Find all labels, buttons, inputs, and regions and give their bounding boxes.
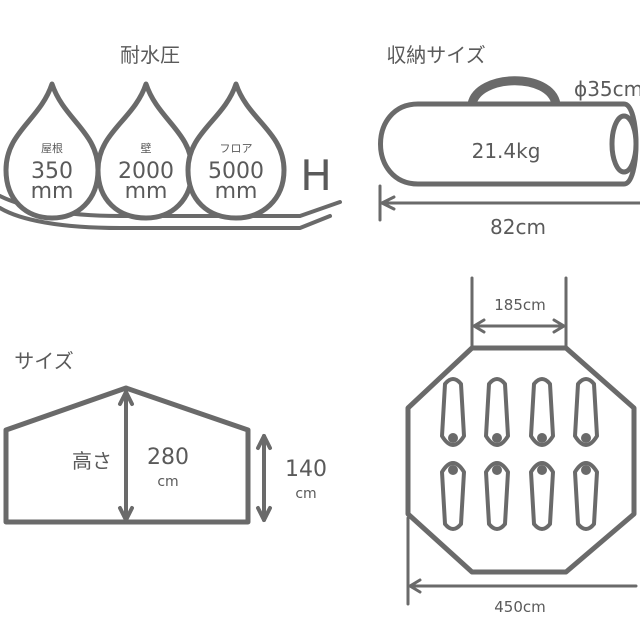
floor-top-arrowhead-left — [472, 318, 486, 334]
height-label: 高さ — [72, 449, 112, 473]
floor-bottom-arrowhead-left — [408, 578, 422, 594]
water-pressure-title: 耐水圧 — [120, 43, 180, 67]
water-ground-line-2 — [0, 206, 332, 230]
length-label: 82cm — [490, 215, 546, 239]
height-value: 280 — [147, 445, 189, 470]
diameter-label: ϕ35cm — [574, 77, 640, 101]
length-arrowhead-left — [380, 195, 396, 211]
weight-label: 21.4kg — [472, 139, 541, 163]
height-arrowhead-bottom — [118, 506, 134, 522]
side-arrowhead-top — [256, 434, 272, 450]
floor-octagon — [405, 345, 637, 575]
side-unit: cm — [295, 486, 316, 502]
drop-value-wall: 2000 — [118, 159, 174, 184]
sleeping-bag-head-3 — [537, 433, 547, 443]
water-drop-floor — [185, 81, 287, 221]
sleeping-bag-head-2 — [492, 433, 502, 443]
floor-plan-section: 185cm 450cm — [405, 276, 638, 616]
sleeping-bag-4 — [573, 377, 599, 447]
water-drop-roof — [3, 81, 101, 221]
size-section: サイズ 高さ 280 cm 140 cm — [3, 349, 327, 525]
sleeping-bag-head-5 — [448, 465, 458, 475]
sleeping-bag-6 — [484, 461, 510, 531]
height-symbol: H — [300, 151, 332, 200]
floor-bottom-width: 450cm — [494, 598, 546, 616]
floor-top-arrowhead-right — [552, 318, 566, 334]
sleeping-bag-head-1 — [448, 433, 458, 443]
sleeping-bag-head-8 — [581, 465, 591, 475]
drop-value-roof: 350 — [31, 159, 73, 184]
storage-size-section: 収納サイズ ϕ35cm 21.4kg 82cm — [378, 43, 640, 239]
height-arrowhead-top — [118, 390, 134, 406]
height-unit: cm — [157, 474, 178, 490]
sleeping-bag-2 — [484, 377, 510, 447]
water-pressure-section: 耐水圧 屋根 350 mm 壁 2000 mm フロア 5000 mm H — [0, 43, 342, 230]
sleeping-bags — [440, 377, 599, 531]
storage-bag — [378, 101, 639, 187]
sleeping-bag-head-7 — [537, 465, 547, 475]
bag-end-cap — [609, 113, 639, 175]
drop-label-wall: 壁 — [141, 141, 152, 155]
drop-unit-wall: mm — [125, 179, 168, 204]
drop-unit-floor: mm — [215, 179, 258, 204]
bag-handle — [467, 76, 561, 109]
side-value: 140 — [285, 457, 327, 482]
storage-title: 収納サイズ — [386, 43, 485, 67]
water-drop-wall — [95, 81, 195, 221]
floor-top-width: 185cm — [494, 296, 546, 314]
side-arrowhead-bottom — [256, 506, 272, 522]
sleeping-bag-7 — [529, 461, 555, 531]
sleeping-bag-3 — [529, 377, 555, 447]
sleeping-bag-head-6 — [492, 465, 502, 475]
sleeping-bag-8 — [573, 461, 599, 531]
drop-label-floor: フロア — [220, 142, 253, 155]
sleeping-bag-5 — [440, 461, 466, 531]
sleeping-bag-1 — [440, 377, 466, 447]
drop-label-roof: 屋根 — [41, 141, 63, 155]
drop-value-floor: 5000 — [208, 159, 264, 184]
drop-unit-roof: mm — [31, 179, 74, 204]
sleeping-bag-head-4 — [581, 433, 591, 443]
size-title: サイズ — [14, 349, 73, 373]
